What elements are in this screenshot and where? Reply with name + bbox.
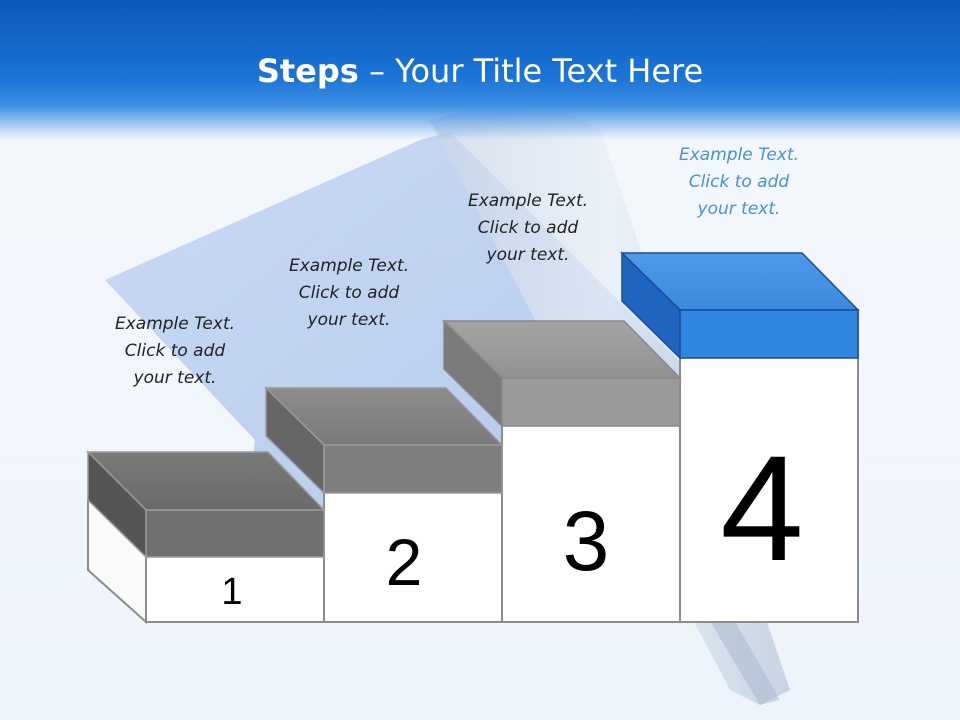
step-2-caption[interactable]: Example Text. Click to add your text. [264,253,434,334]
header-band [0,0,960,140]
step-4-caption[interactable]: Example Text. Click to add your text. [654,142,824,223]
step-4-caption-line3: your text. [697,199,781,219]
step-2-slab[interactable] [264,386,504,495]
step-3-number: 3 [563,494,610,588]
step-3-slab[interactable] [442,319,682,428]
step-1-caption-line3: your text. [133,368,217,388]
step-2-caption-line1: Example Text. [288,256,410,276]
step-3-caption-line2: Click to add [477,218,579,238]
step-3-caption-line3: your text. [486,245,570,265]
step-2-caption-line2: Click to add [298,283,400,303]
step-4-caption-line2: Click to add [688,172,790,192]
step-1-number: 1 [221,571,242,613]
step-4-number: 4 [720,424,803,592]
step-1-slab[interactable] [86,450,326,559]
page-title: Steps – Your Title Text Here [0,52,960,90]
step-1-caption-line2: Click to add [124,341,226,361]
title-rest: – Your Title Text Here [358,52,704,90]
step-3-caption[interactable]: Example Text. Click to add your text. [443,188,613,269]
step-1-caption[interactable]: Example Text. Click to add your text. [90,311,260,392]
step-2-caption-line3: your text. [307,310,391,330]
step-4-caption-line1: Example Text. [678,145,800,165]
step-3-caption-line1: Example Text. [467,191,589,211]
step-4-slab[interactable] [620,251,860,360]
title-bold: Steps [256,52,359,90]
step-1-caption-line1: Example Text. [114,314,236,334]
step-2-number: 2 [386,525,423,599]
